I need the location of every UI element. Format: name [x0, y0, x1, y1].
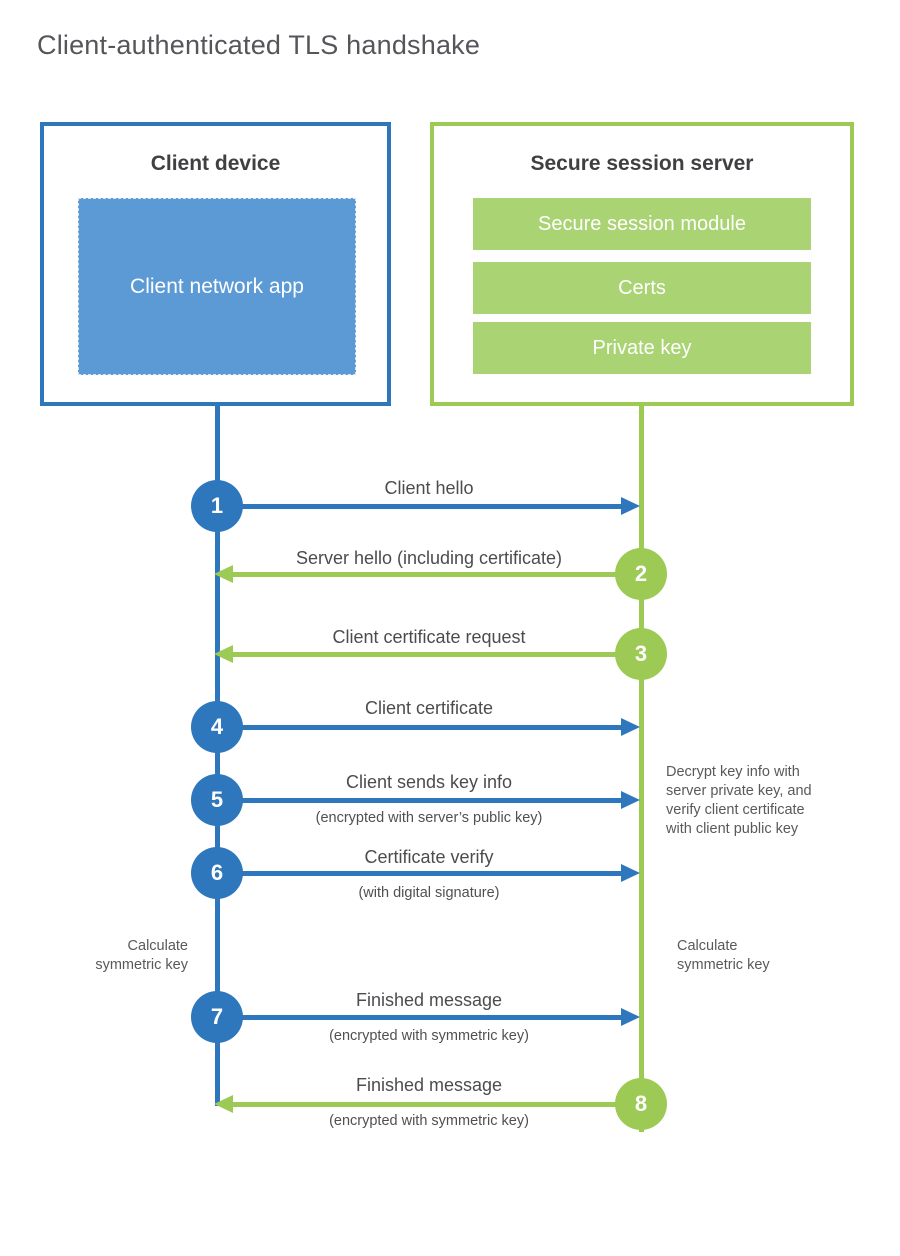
step-circle: 2 — [615, 548, 667, 600]
arrowhead-right-icon — [621, 864, 640, 882]
message-label: Client certificate — [364, 698, 494, 718]
message-arrow — [217, 725, 622, 730]
arrowhead-left-icon — [214, 1095, 233, 1113]
arrowhead-left-icon — [214, 565, 233, 583]
client-network-app-label: Client network app — [130, 275, 304, 298]
message-arrow — [217, 1015, 622, 1020]
step-circle: 1 — [191, 480, 243, 532]
client-lifeline — [215, 406, 220, 1106]
message-label: Server hello (including certificate) — [295, 548, 563, 568]
server-title: Secure session server — [530, 152, 754, 175]
server-module-certs: Certs — [473, 262, 811, 314]
client-network-app-box: Client network app — [78, 198, 356, 375]
server-module-private-key: Private key — [473, 322, 811, 374]
step-circle: 4 — [191, 701, 243, 753]
step-circle: 8 — [615, 1078, 667, 1130]
arrowhead-right-icon — [621, 497, 640, 515]
server-module-secure-session: Secure session module — [473, 198, 811, 250]
message-sublabel: (with digital signature) — [358, 885, 500, 901]
note-calculate-symmetric-key-client: Calculate symmetric key — [95, 938, 188, 973]
message-arrow — [233, 1102, 641, 1107]
message-label: Certificate verify — [364, 847, 494, 867]
message-sublabel: (encrypted with symmetric key) — [329, 1113, 529, 1129]
page-title: Client-authenticated TLS handshake — [37, 30, 481, 60]
message-arrow — [217, 798, 622, 803]
arrowhead-right-icon — [621, 791, 640, 809]
message-label: Client certificate request — [332, 627, 526, 647]
step-circle: 3 — [615, 628, 667, 680]
message-arrow — [233, 652, 641, 657]
arrowhead-right-icon — [621, 1008, 640, 1026]
note-calculate-symmetric-key-server: Calculate symmetric key — [677, 938, 770, 973]
arrowhead-left-icon — [214, 645, 233, 663]
message-label: Finished message — [355, 990, 503, 1010]
note-decrypt-key-info: Decrypt key info with server private key… — [666, 764, 812, 837]
step-circle: 5 — [191, 774, 243, 826]
message-arrow — [233, 572, 641, 577]
step-circle: 6 — [191, 847, 243, 899]
step-circle: 7 — [191, 991, 243, 1043]
message-sublabel: (encrypted with symmetric key) — [329, 1028, 529, 1044]
arrowhead-right-icon — [621, 718, 640, 736]
client-device-title: Client device — [150, 152, 281, 175]
message-label: Client sends key info — [345, 772, 513, 792]
message-label: Finished message — [355, 1075, 503, 1095]
message-sublabel: (encrypted with server’s public key) — [315, 810, 543, 826]
server-lifeline — [639, 406, 644, 1132]
message-arrow — [217, 871, 622, 876]
message-label: Client hello — [384, 478, 474, 498]
message-arrow — [217, 504, 622, 509]
